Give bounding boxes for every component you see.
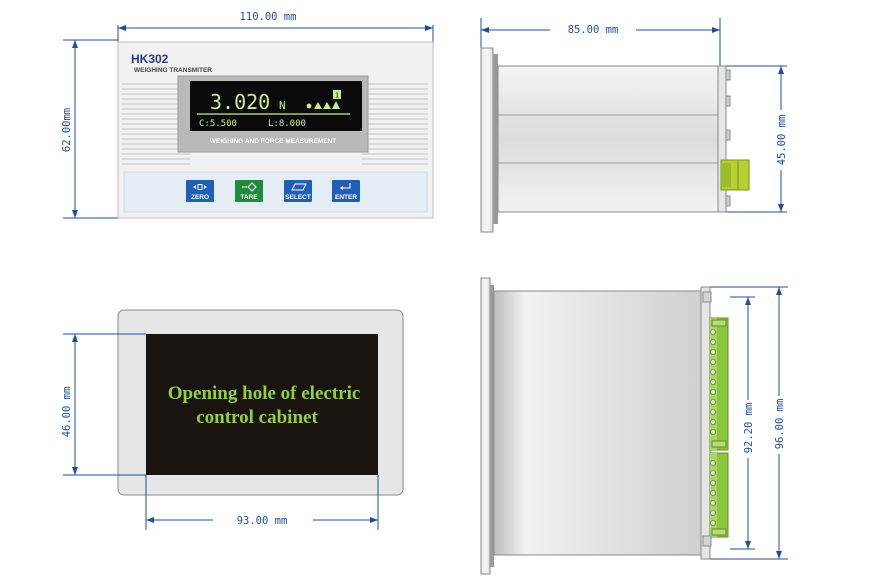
select-key[interactable]: SELECT	[284, 180, 312, 202]
display-caption: WEIGHING AND FORCE MEASUREMENT	[210, 138, 337, 145]
side-bezel-step	[493, 54, 498, 224]
top-rear-tab-lower	[702, 535, 712, 547]
top-outer-dimension: 96.00 mm	[710, 286, 788, 560]
top-view: 92.20 mm 96.00 mm	[480, 277, 788, 575]
front-width-dimension: 110.00 mm	[117, 10, 434, 44]
side-body	[497, 65, 719, 213]
terminal-screws-icon	[710, 328, 717, 527]
front-grill-right	[362, 83, 428, 165]
front-width-label: 110.00 mm	[240, 11, 297, 23]
side-rear-tab-3	[725, 129, 731, 141]
top-bezel-step	[490, 285, 494, 567]
cutout-text-line1: Opening hole of electric	[168, 383, 361, 404]
top-rear-plate	[700, 286, 711, 560]
tare-key-label: TARE	[240, 194, 258, 201]
top-front-bezel	[480, 277, 491, 575]
side-rear-tab-1	[725, 69, 731, 81]
cutout-view: Opening hole of electric control cabinet…	[60, 309, 404, 530]
front-view: 110.00 mm 62.00mm	[60, 10, 434, 219]
top-body	[493, 290, 702, 556]
top-inner-label: 92.20 mm	[743, 403, 755, 454]
side-rear-tab-2	[725, 95, 731, 107]
cutout-text-line2: control cabinet	[196, 407, 318, 428]
select-key-label: SELECT	[285, 194, 311, 201]
enter-key-label: ENTER	[335, 194, 357, 201]
keypad-strip	[123, 171, 428, 213]
zero-arrows-icon	[193, 184, 207, 190]
front-height-dimension: 62.00mm	[60, 39, 118, 219]
cutout-width-dimension: 93.00 mm	[145, 475, 379, 530]
lcd-l-value: L:8.000	[268, 119, 306, 129]
tare-key[interactable]: TARE	[235, 180, 263, 202]
cutout-hole	[146, 334, 378, 475]
side-depth-label: 85.00 mm	[568, 24, 619, 36]
select-parallelogram-icon	[291, 183, 307, 191]
side-height-dimension: 45.00 mm	[724, 65, 788, 213]
zero-key-label: ZERO	[191, 194, 209, 201]
tare-diamond-icon	[242, 182, 257, 192]
lcd-indicator-box	[333, 90, 341, 99]
model-name: HK302	[131, 52, 169, 66]
side-height-label: 45.00 mm	[776, 115, 788, 166]
top-rear-tab-upper	[702, 291, 712, 303]
lcd-main-value: 3.020	[210, 90, 270, 114]
side-terminal-block	[720, 159, 750, 191]
top-inner-dimension: 92.20 mm	[730, 296, 755, 550]
side-front-bezel	[480, 47, 494, 233]
lcd-screen	[190, 81, 362, 131]
lcd-indicator-number: 1	[335, 92, 339, 100]
enter-key[interactable]: ENTER	[332, 180, 360, 202]
side-depth-dimension: 85.00 mm	[480, 18, 721, 66]
model-subtitle: WEIGHING TRANSMITER	[134, 67, 212, 74]
zero-key[interactable]: ZERO	[186, 180, 214, 202]
side-view: 85.00 mm 45.00 mm	[480, 18, 788, 233]
enter-return-icon	[340, 183, 351, 191]
lcd-unit: N	[279, 99, 286, 112]
cutout-width-label: 93.00 mm	[237, 515, 288, 527]
top-outer-label: 96.00 mm	[774, 399, 786, 450]
lcd-status-indicators-icon	[306, 101, 340, 109]
front-height-label: 62.00mm	[61, 108, 73, 152]
lcd-c-value: C:5.500	[199, 119, 237, 129]
cutout-height-dimension: 46.00 mm	[60, 333, 146, 476]
cutout-height-label: 46.00 mm	[61, 387, 73, 438]
side-rear-tab-4	[725, 195, 731, 207]
